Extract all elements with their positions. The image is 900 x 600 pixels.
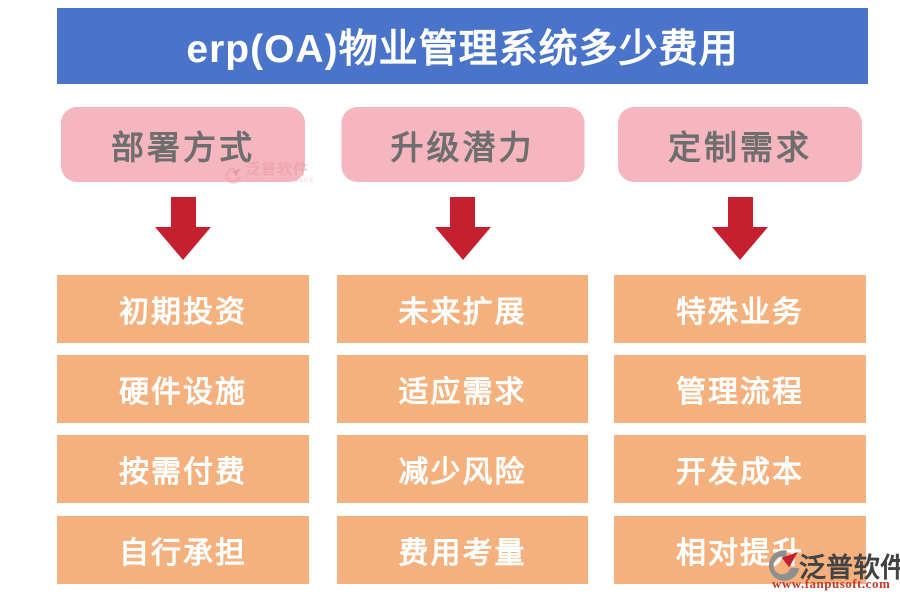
column-upgrade-potential: 升级潜力 未来扩展 适应需求 减少风险 费用考量 — [337, 107, 588, 587]
item-box: 减少风险 — [337, 435, 588, 503]
column-header-pill: 升级潜力 — [341, 107, 584, 182]
column-header-pill: 定制需求 — [618, 107, 862, 182]
item-box: 未来扩展 — [337, 275, 588, 343]
down-arrow-icon — [712, 197, 768, 260]
column-header-pill: 部署方式 — [61, 107, 305, 182]
down-arrow-icon — [155, 197, 211, 260]
item-box: 自行承担 — [57, 516, 309, 584]
column-deployment-method: 部署方式 初期投资 硬件设施 按需付费 自行承担 — [57, 107, 309, 587]
item-box: 适应需求 — [337, 355, 588, 423]
item-box: 按需付费 — [57, 435, 309, 503]
item-box: 管理流程 — [614, 355, 866, 423]
item-box: 费用考量 — [337, 516, 588, 584]
column-customization-needs: 定制需求 特殊业务 管理流程 开发成本 相对提升 — [614, 107, 866, 587]
item-box: 特殊业务 — [614, 275, 866, 343]
title-bar: erp(OA)物业管理系统多少费用 — [57, 8, 868, 84]
item-box: 硬件设施 — [57, 355, 309, 423]
item-box: 初期投资 — [57, 275, 309, 343]
item-box: 相对提升 — [614, 516, 866, 584]
item-box: 开发成本 — [614, 435, 866, 503]
down-arrow-icon — [434, 197, 491, 260]
page-title: erp(OA)物业管理系统多少费用 — [186, 28, 739, 71]
